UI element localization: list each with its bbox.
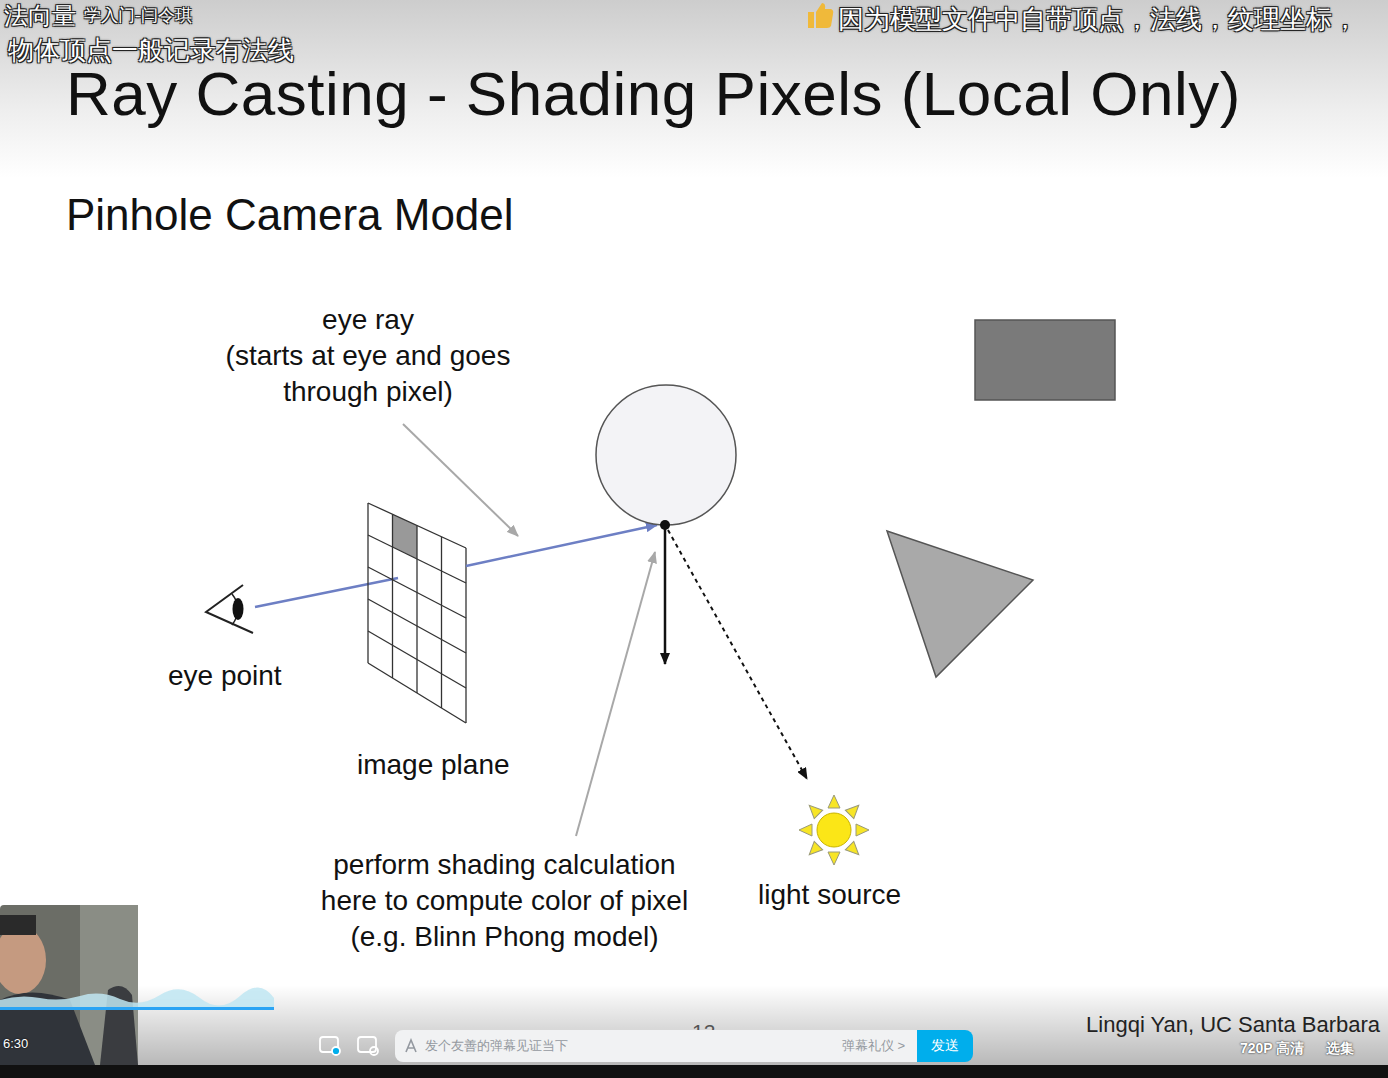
triangle-object	[887, 531, 1033, 677]
player-icons	[320, 1037, 378, 1055]
bottom-strip	[0, 1065, 1388, 1078]
node-subtext: 弹幕礼仪 >	[842, 1037, 905, 1055]
text-icon	[403, 1038, 419, 1054]
danmaku-text: 法向量	[4, 0, 76, 32]
episodes-button: 选集	[1326, 1040, 1354, 1058]
slide-subtitle: Pinhole Camera Model	[66, 190, 514, 240]
send-button: 发送	[917, 1030, 973, 1062]
diagram-label: eye ray	[268, 302, 468, 338]
sphere	[596, 385, 736, 525]
slide-footer: Lingqi Yan, UC Santa Barbara	[1086, 1012, 1380, 1038]
progress-bar	[0, 1007, 274, 1010]
node-text: 发送	[931, 1037, 959, 1055]
diagram-label: image plane	[357, 749, 510, 781]
slide-title: Ray Casting - Shading Pixels (Local Only…	[66, 58, 1241, 129]
diagram-label: light source	[758, 879, 901, 911]
diagram-label: eye point	[168, 660, 282, 692]
diagram-label: perform shading calculation here to comp…	[312, 847, 697, 955]
diagram-label: (starts at eye and goes through pixel)	[208, 338, 528, 410]
light-source-symbol	[799, 795, 869, 865]
danmaku-input: 发个友善的弹幕见证当下 弹幕礼仪 >	[395, 1030, 917, 1062]
thumb-icon	[808, 3, 833, 28]
leader-arrow	[576, 552, 655, 836]
leader-arrow	[403, 424, 518, 536]
video-time: 6:30	[3, 1036, 28, 1051]
box-object	[975, 320, 1115, 400]
danmaku-text: 物体顶点一般记录有法线	[8, 33, 294, 68]
node-text: 发个友善的弹幕见证当下	[425, 1037, 568, 1055]
image-plane-grid	[368, 503, 466, 723]
normal-arrow	[664, 528, 667, 664]
danmaku-text: 因为模型文件中自带顶点，法线，纹理坐标，	[838, 2, 1358, 37]
video-title: 学入门-闫令琪	[84, 4, 192, 27]
webcam-inset	[0, 905, 138, 1065]
audio-wave	[0, 987, 274, 1008]
eye-ray	[255, 578, 398, 607]
eye-symbol	[206, 585, 253, 633]
eye-ray	[466, 525, 657, 566]
shadow-ray	[668, 530, 807, 779]
quality-button: 720P 高清	[1240, 1040, 1304, 1058]
